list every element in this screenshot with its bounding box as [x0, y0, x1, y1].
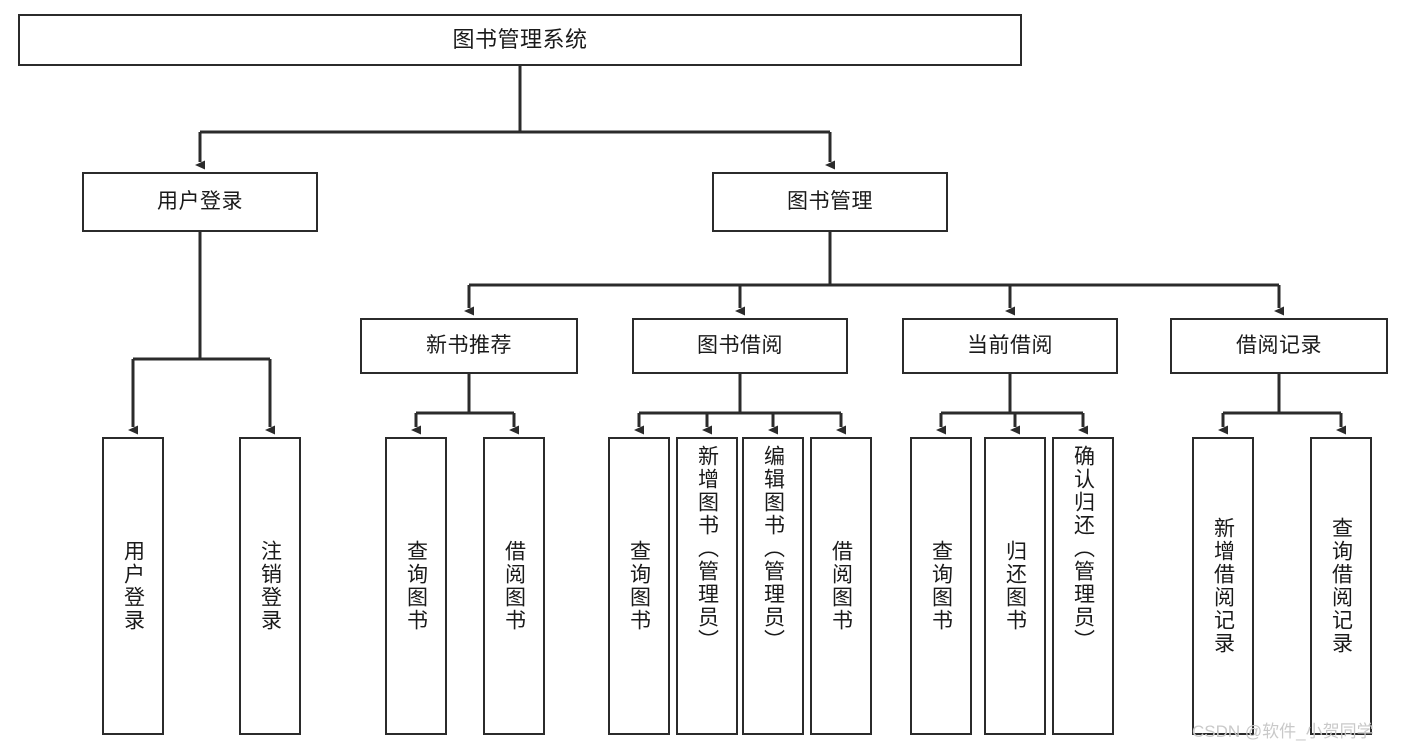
node-book-borrow[interactable]: 图书借阅	[632, 318, 848, 374]
node-label: 借阅图书	[502, 540, 526, 632]
node-label: 借阅记录	[1236, 333, 1322, 357]
node-label: 图书管理	[787, 189, 873, 213]
node-leaf-add-record[interactable]: 新增借阅记录	[1192, 437, 1254, 735]
node-leaf-query-book-1[interactable]: 查询图书	[385, 437, 447, 735]
node-label: 编辑图书（管理员）	[761, 445, 785, 652]
node-leaf-add-book[interactable]: 新增图书（管理员）	[676, 437, 738, 735]
node-label: 查询图书	[627, 540, 651, 632]
node-leaf-borrow-book-1[interactable]: 借阅图书	[483, 437, 545, 735]
node-leaf-query-book-3[interactable]: 查询图书	[910, 437, 972, 735]
node-leaf-borrow-book-2[interactable]: 借阅图书	[810, 437, 872, 735]
node-label: 归还图书	[1003, 540, 1027, 632]
node-label: 借阅图书	[829, 540, 853, 632]
node-label: 新增图书（管理员）	[695, 445, 719, 652]
node-new-book-rec[interactable]: 新书推荐	[360, 318, 578, 374]
node-leaf-confirm-return[interactable]: 确认归还（管理员）	[1052, 437, 1114, 735]
node-label: 确认归还（管理员）	[1071, 445, 1095, 652]
node-label: 用户登录	[157, 189, 243, 213]
node-label: 新增借阅记录	[1211, 517, 1235, 655]
node-leaf-query-record[interactable]: 查询借阅记录	[1310, 437, 1372, 735]
node-leaf-user-logout[interactable]: 注销登录	[239, 437, 301, 735]
node-label: 当前借阅	[967, 333, 1053, 357]
node-borrow-record[interactable]: 借阅记录	[1170, 318, 1388, 374]
node-label: 图书借阅	[697, 333, 783, 357]
node-label: 查询图书	[929, 540, 953, 632]
node-book-manage[interactable]: 图书管理	[712, 172, 948, 232]
node-label: 查询借阅记录	[1329, 517, 1353, 655]
node-label: 新书推荐	[426, 333, 512, 357]
node-label: 用户登录	[121, 540, 145, 632]
node-leaf-return-book[interactable]: 归还图书	[984, 437, 1046, 735]
node-user-login[interactable]: 用户登录	[82, 172, 318, 232]
node-label: 查询图书	[404, 540, 428, 632]
node-label: 图书管理系统	[452, 27, 588, 53]
node-leaf-edit-book[interactable]: 编辑图书（管理员）	[742, 437, 804, 735]
node-label: 注销登录	[258, 540, 282, 632]
node-leaf-user-login[interactable]: 用户登录	[102, 437, 164, 735]
node-current-borrow[interactable]: 当前借阅	[902, 318, 1118, 374]
node-root[interactable]: 图书管理系统	[18, 14, 1022, 66]
node-leaf-query-book-2[interactable]: 查询图书	[608, 437, 670, 735]
